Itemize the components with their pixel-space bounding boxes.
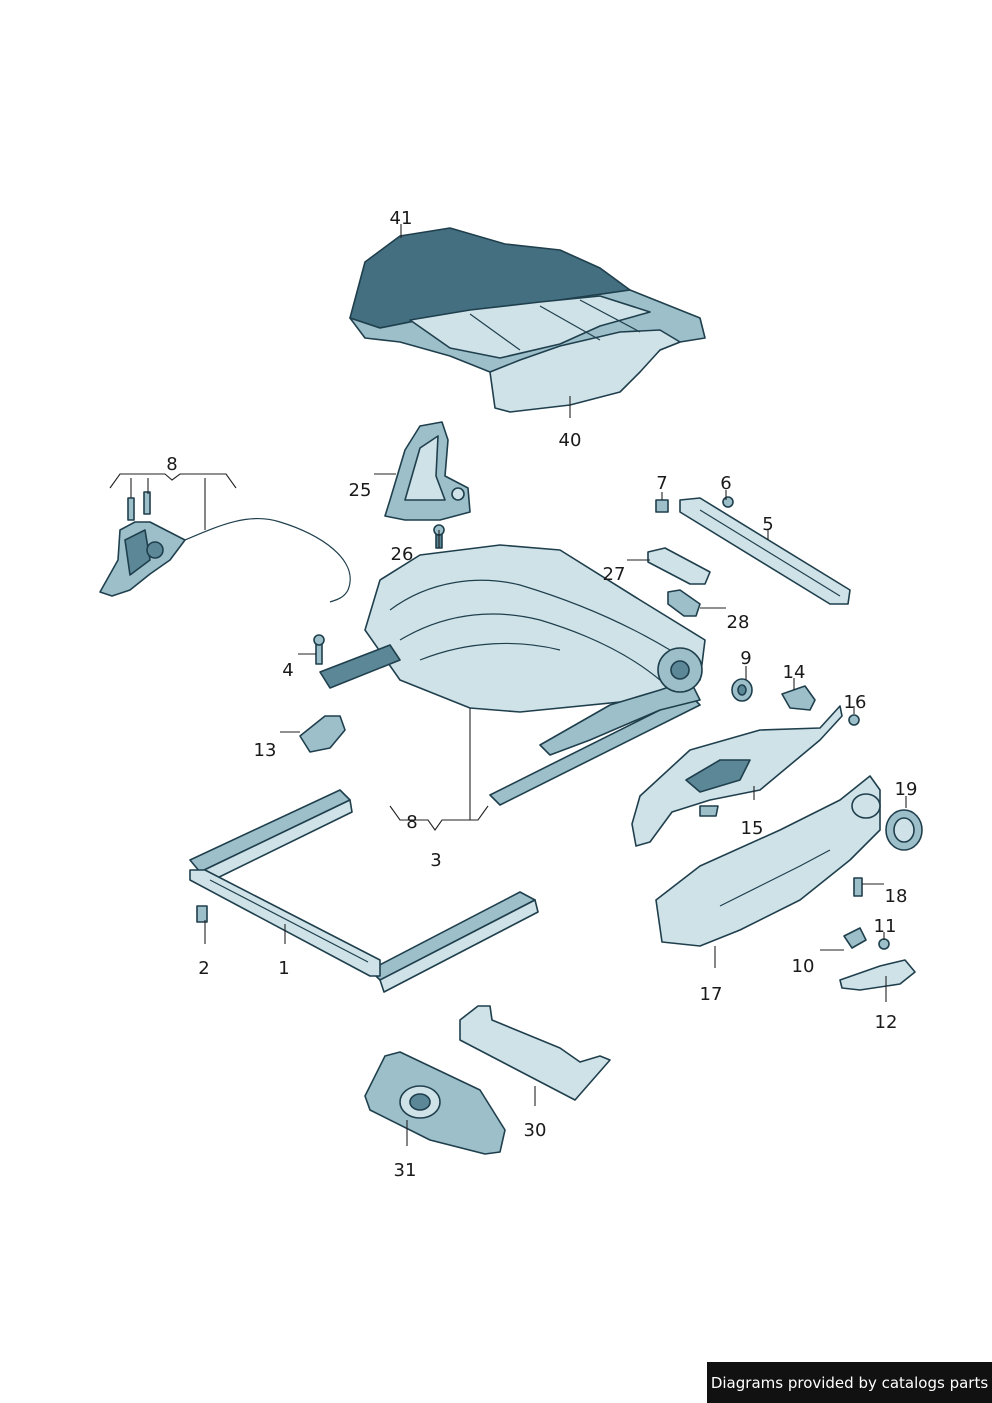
callout-11: 11 xyxy=(874,916,897,937)
callout-6: 6 xyxy=(720,473,731,494)
ring-19 xyxy=(885,809,923,851)
bracket-30 xyxy=(459,1005,611,1101)
attribution-banner: Diagrams provided by catalogs parts xyxy=(707,1362,992,1403)
callout-26: 26 xyxy=(391,544,414,565)
seat-frame xyxy=(319,544,706,806)
callout-27: 27 xyxy=(603,564,626,585)
callout-10: 10 xyxy=(792,956,815,977)
clip-18 xyxy=(853,877,863,897)
callout-31: 31 xyxy=(394,1160,417,1181)
callout-8-frame: 8 xyxy=(406,812,417,833)
switch-housing-27 xyxy=(647,547,711,585)
callout-15: 15 xyxy=(741,818,764,839)
callout-40: 40 xyxy=(559,430,582,451)
side-panel-15 xyxy=(631,705,843,847)
callout-19: 19 xyxy=(895,779,918,800)
callout-13: 13 xyxy=(254,740,277,761)
callout-16: 16 xyxy=(844,692,867,713)
air-duct-31 xyxy=(364,1051,506,1155)
callout-8-top: 8 xyxy=(166,454,177,475)
bracket-14 xyxy=(781,685,860,726)
bolt-4 xyxy=(313,634,325,665)
callout-3: 3 xyxy=(430,850,441,871)
callout-30: 30 xyxy=(524,1120,547,1141)
handle-assembly xyxy=(839,927,916,991)
seat-cushion-cover xyxy=(349,227,706,413)
callout-41: 41 xyxy=(390,208,413,229)
callout-17: 17 xyxy=(700,984,723,1005)
callout-12: 12 xyxy=(875,1012,898,1033)
callout-14: 14 xyxy=(783,662,806,683)
switch-28 xyxy=(667,589,701,617)
leader-lines xyxy=(109,224,907,1146)
callout-4: 4 xyxy=(282,660,293,681)
bushing-9 xyxy=(731,678,753,702)
seat-rail-base xyxy=(189,789,539,993)
side-trim-17 xyxy=(655,775,881,947)
callout-9: 9 xyxy=(740,648,751,669)
trim-cover-13 xyxy=(299,715,346,753)
attribution-text: Diagrams provided by catalogs parts xyxy=(710,1373,989,1392)
seat-pan-bracket xyxy=(384,421,471,549)
callout-2: 2 xyxy=(198,958,209,979)
rail-5 xyxy=(655,496,851,605)
callout-1: 1 xyxy=(278,958,289,979)
callout-5: 5 xyxy=(762,514,773,535)
callout-7: 7 xyxy=(656,473,667,494)
height-adjust-lever xyxy=(99,491,351,603)
callout-28: 28 xyxy=(727,612,750,633)
callout-18: 18 xyxy=(885,886,908,907)
callout-25: 25 xyxy=(349,480,372,501)
